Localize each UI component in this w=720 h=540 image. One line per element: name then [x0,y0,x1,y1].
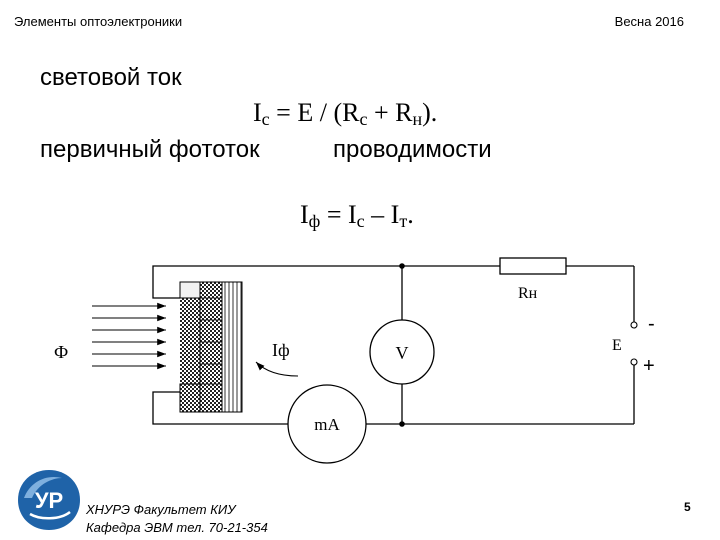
page-number: 5 [684,500,691,514]
footer-faculty: ХНУРЭ Факультет КИУ [86,502,236,517]
university-logo-icon: УР [18,470,80,530]
voltmeter-label: V [396,343,409,363]
power-source: E - + [612,313,655,377]
plus-sign: + [643,355,655,377]
label-phi: Ф [54,342,68,362]
junction-node-top [399,263,405,269]
header-semester: Весна 2016 [614,14,684,29]
resistor-label: Rн [518,285,538,302]
light-rays [92,302,166,370]
footer-department: Кафедра ЭВМ тел. 70-21-354 [86,520,268,535]
terminal-plus [630,358,638,366]
svg-text:УР: УР [35,488,63,513]
milliammeter: mA [287,384,367,464]
formula-photocurrent: Iф = Ic – Iт. [300,200,414,231]
milliammeter-label: mA [314,415,340,434]
formula-light-current: Ic = E / (Rc + Rн). [253,98,438,129]
photoresistor [179,281,243,413]
header-title: Элементы оптоэлектроники [14,14,183,29]
minus-sign: - [648,313,655,335]
text-conductivity: проводимости [333,136,492,163]
text-light-current: световой ток [40,64,182,91]
junction-node-bottom [399,421,405,427]
voltmeter: V [369,319,435,385]
text-primary-photocurrent: первичный фототок [40,136,260,163]
load-resistor: Rн [499,257,567,302]
label-photocurrent: Iф [272,340,290,360]
photocurrent-arrow [255,361,299,377]
source-label: E [612,337,622,354]
terminal-minus [630,321,638,329]
circuit-wires [152,265,635,425]
